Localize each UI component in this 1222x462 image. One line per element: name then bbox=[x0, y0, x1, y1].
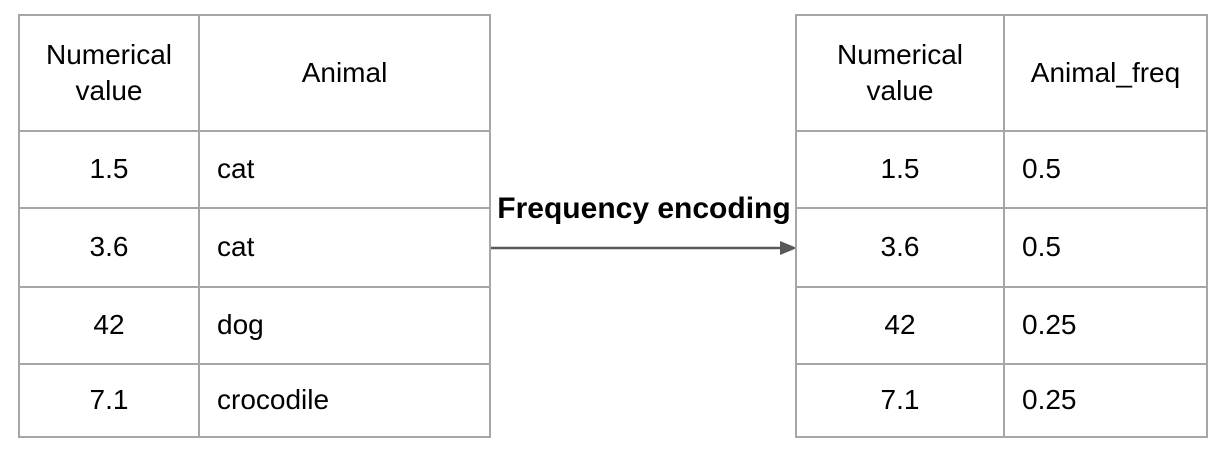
column-header-numerical-value: Numerical value bbox=[797, 16, 1003, 130]
table-cell: 3.6 bbox=[797, 207, 1003, 286]
column-header-animal-freq: Animal_freq bbox=[1003, 16, 1206, 130]
table-cell: 7.1 bbox=[797, 363, 1003, 436]
table-cell: 3.6 bbox=[20, 207, 198, 286]
table-cell: 42 bbox=[20, 286, 198, 363]
table-cell: cat bbox=[198, 130, 489, 207]
column-header-numerical-value: Numerical value bbox=[20, 16, 198, 130]
table-cell: 0.5 bbox=[1003, 130, 1206, 207]
table-cell: dog bbox=[198, 286, 489, 363]
table-cell: 7.1 bbox=[20, 363, 198, 436]
table-cell: 1.5 bbox=[20, 130, 198, 207]
table-cell: 1.5 bbox=[797, 130, 1003, 207]
original-data-table: Numerical value Animal 1.5 cat 3.6 cat 4… bbox=[18, 14, 491, 438]
table-cell: 0.5 bbox=[1003, 207, 1206, 286]
table-cell: 0.25 bbox=[1003, 286, 1206, 363]
table-cell: cat bbox=[198, 207, 489, 286]
column-header-animal: Animal bbox=[198, 16, 489, 130]
encoded-data-table: Numerical value Animal_freq 1.5 0.5 3.6 … bbox=[795, 14, 1208, 438]
table-cell: 0.25 bbox=[1003, 363, 1206, 436]
right-arrow-icon bbox=[491, 241, 797, 255]
table-cell: crocodile bbox=[198, 363, 489, 436]
table-cell: 42 bbox=[797, 286, 1003, 363]
arrow-label: Frequency encoding bbox=[497, 192, 791, 225]
